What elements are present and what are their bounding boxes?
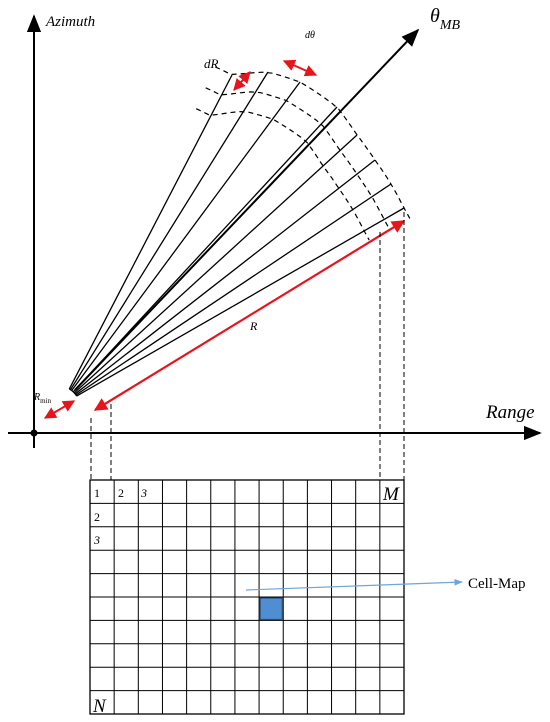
r-arrow (93, 220, 406, 411)
cell-map-label: Cell-Map (468, 576, 526, 592)
d-theta-arrow (282, 59, 318, 77)
beam-axis-subscript: MB (439, 18, 461, 33)
beam-line (71, 81, 301, 391)
projection-lines (90, 212, 405, 480)
range-axis-label: Range (485, 402, 535, 423)
beam-line (73, 134, 358, 394)
r-min-subscript: min (40, 397, 51, 405)
r-min-arc (68, 388, 78, 397)
cell-grid (89, 479, 405, 715)
r-min-symbol: R (33, 392, 40, 403)
r-label: R (249, 319, 258, 333)
azimuth-axis-label: Azimuth (45, 14, 95, 30)
beam-line (69, 71, 269, 391)
highlighted-cell (259, 597, 283, 620)
d-r-arrow (233, 71, 251, 91)
r-min-arrow (43, 400, 76, 419)
beam-fan (68, 66, 411, 397)
range-bin-arc (205, 87, 391, 230)
beam-axis-symbol: θ (430, 5, 440, 27)
axes: Azimuth Range (8, 14, 542, 448)
d-theta-label: dθ (305, 30, 315, 41)
cell-map-arrow (245, 578, 463, 591)
beam-axis-arrow (74, 28, 420, 391)
r-min-label: Rmin (33, 392, 51, 405)
beam-axis-label: θMB (430, 5, 460, 33)
row-label: 2 (94, 510, 100, 524)
col-label: 2 (118, 486, 124, 500)
row-label: 3 (93, 533, 100, 547)
last-col-label: M (382, 484, 400, 505)
range-bin-arc (215, 66, 411, 219)
col-label: 3 (140, 486, 147, 500)
beam-line (75, 183, 392, 396)
origin-dot (30, 429, 38, 437)
last-row-label: N (92, 696, 107, 717)
range-bin-arc (195, 108, 370, 241)
beam-line (74, 159, 376, 395)
d-r-label: dR (204, 56, 219, 71)
col-label: 1 (94, 486, 100, 500)
